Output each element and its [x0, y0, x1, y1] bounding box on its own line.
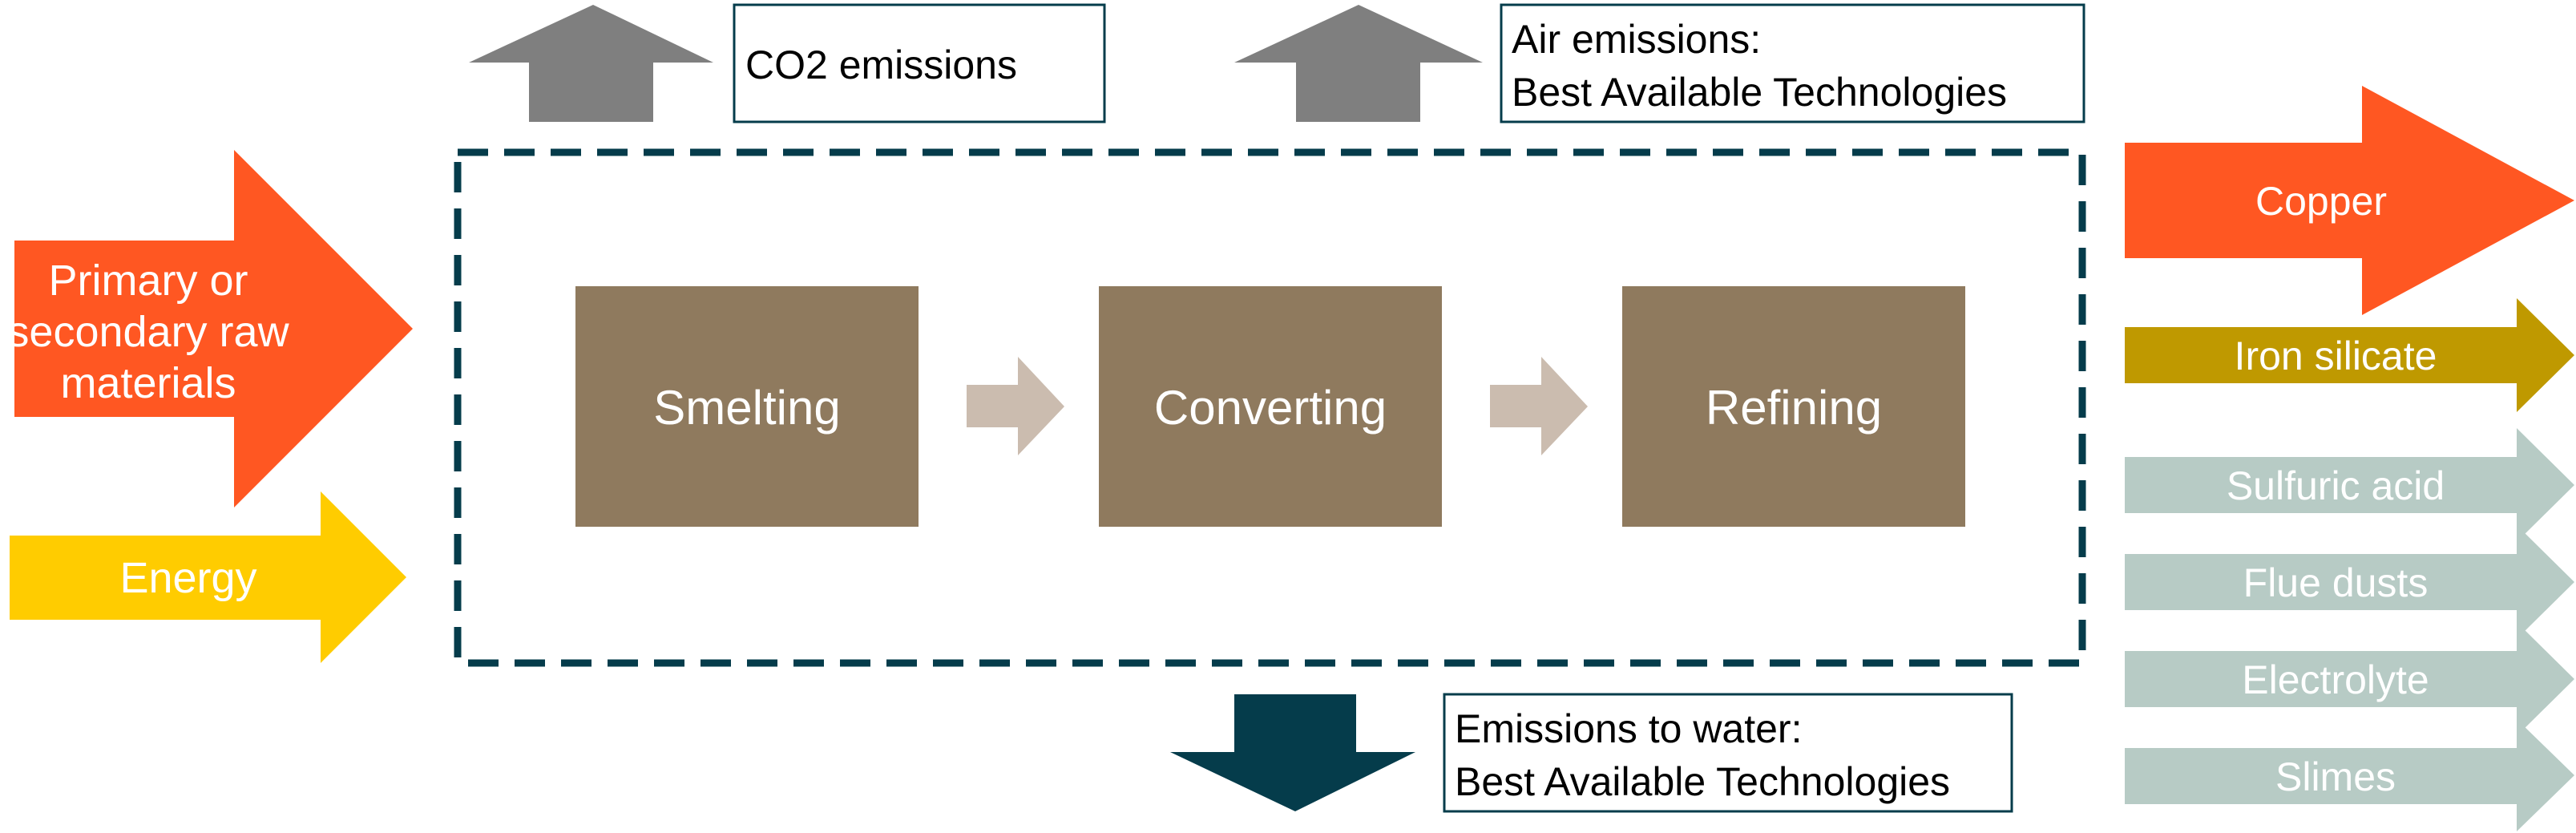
air-emissions-label-line2: Best Available Technologies: [1512, 70, 2007, 115]
water-emissions-label-line2: Best Available Technologies: [1455, 759, 1950, 804]
air-emissions-box: [1500, 3, 2085, 123]
energy-input-arrow: [10, 491, 406, 663]
iron-silicate-label: Iron silicate: [2235, 334, 2437, 378]
electrolyte-label: Electrolyte: [2242, 657, 2429, 702]
flue-dusts-label: Flue dusts: [2243, 560, 2429, 605]
co2-emissions-label: CO2 emissions: [745, 42, 1017, 87]
air-emissions-arrow: [1234, 5, 1483, 122]
step-box-converting: [1099, 286, 1442, 527]
connector-arrow-1: [967, 357, 1064, 455]
step-label-converting: Converting: [1154, 381, 1387, 435]
raw-materials-label-line3: materials: [60, 359, 236, 407]
process-boundary: [454, 148, 2086, 667]
raw-materials-label-line1: Primary or: [48, 257, 248, 305]
flue-dusts-output-arrow: [2125, 525, 2574, 639]
sulfuric-acid-label: Sulfuric acid: [2227, 463, 2445, 508]
step-label-refining: Refining: [1706, 381, 1882, 435]
copper-label: Copper: [2255, 179, 2387, 224]
energy-label: Energy: [119, 554, 256, 602]
raw-materials-label-line2: secondary raw: [7, 308, 289, 356]
water-emissions-arrow: [1170, 694, 1415, 811]
sulfuric-acid-output-arrow: [2125, 428, 2574, 542]
slimes-label: Slimes: [2275, 754, 2396, 799]
copper-output-arrow: [2125, 86, 2574, 315]
iron-silicate-output-arrow: [2125, 298, 2574, 412]
step-label-smelting: Smelting: [653, 381, 840, 435]
step-box-refining: [1622, 286, 1965, 527]
step-box-smelting: [575, 286, 919, 527]
water-emissions-box: [1443, 693, 2013, 813]
slimes-output-arrow: [2125, 719, 2574, 831]
connector-arrow-2: [1490, 357, 1588, 455]
air-emissions-label-line1: Air emissions:: [1512, 17, 1761, 62]
water-emissions-label-line1: Emissions to water:: [1455, 706, 1802, 751]
raw-materials-input-arrow: [14, 150, 413, 507]
electrolyte-output-arrow: [2125, 622, 2574, 736]
co2-emissions-arrow-shape: [469, 5, 713, 122]
co2-emissions-box: [733, 3, 1106, 123]
